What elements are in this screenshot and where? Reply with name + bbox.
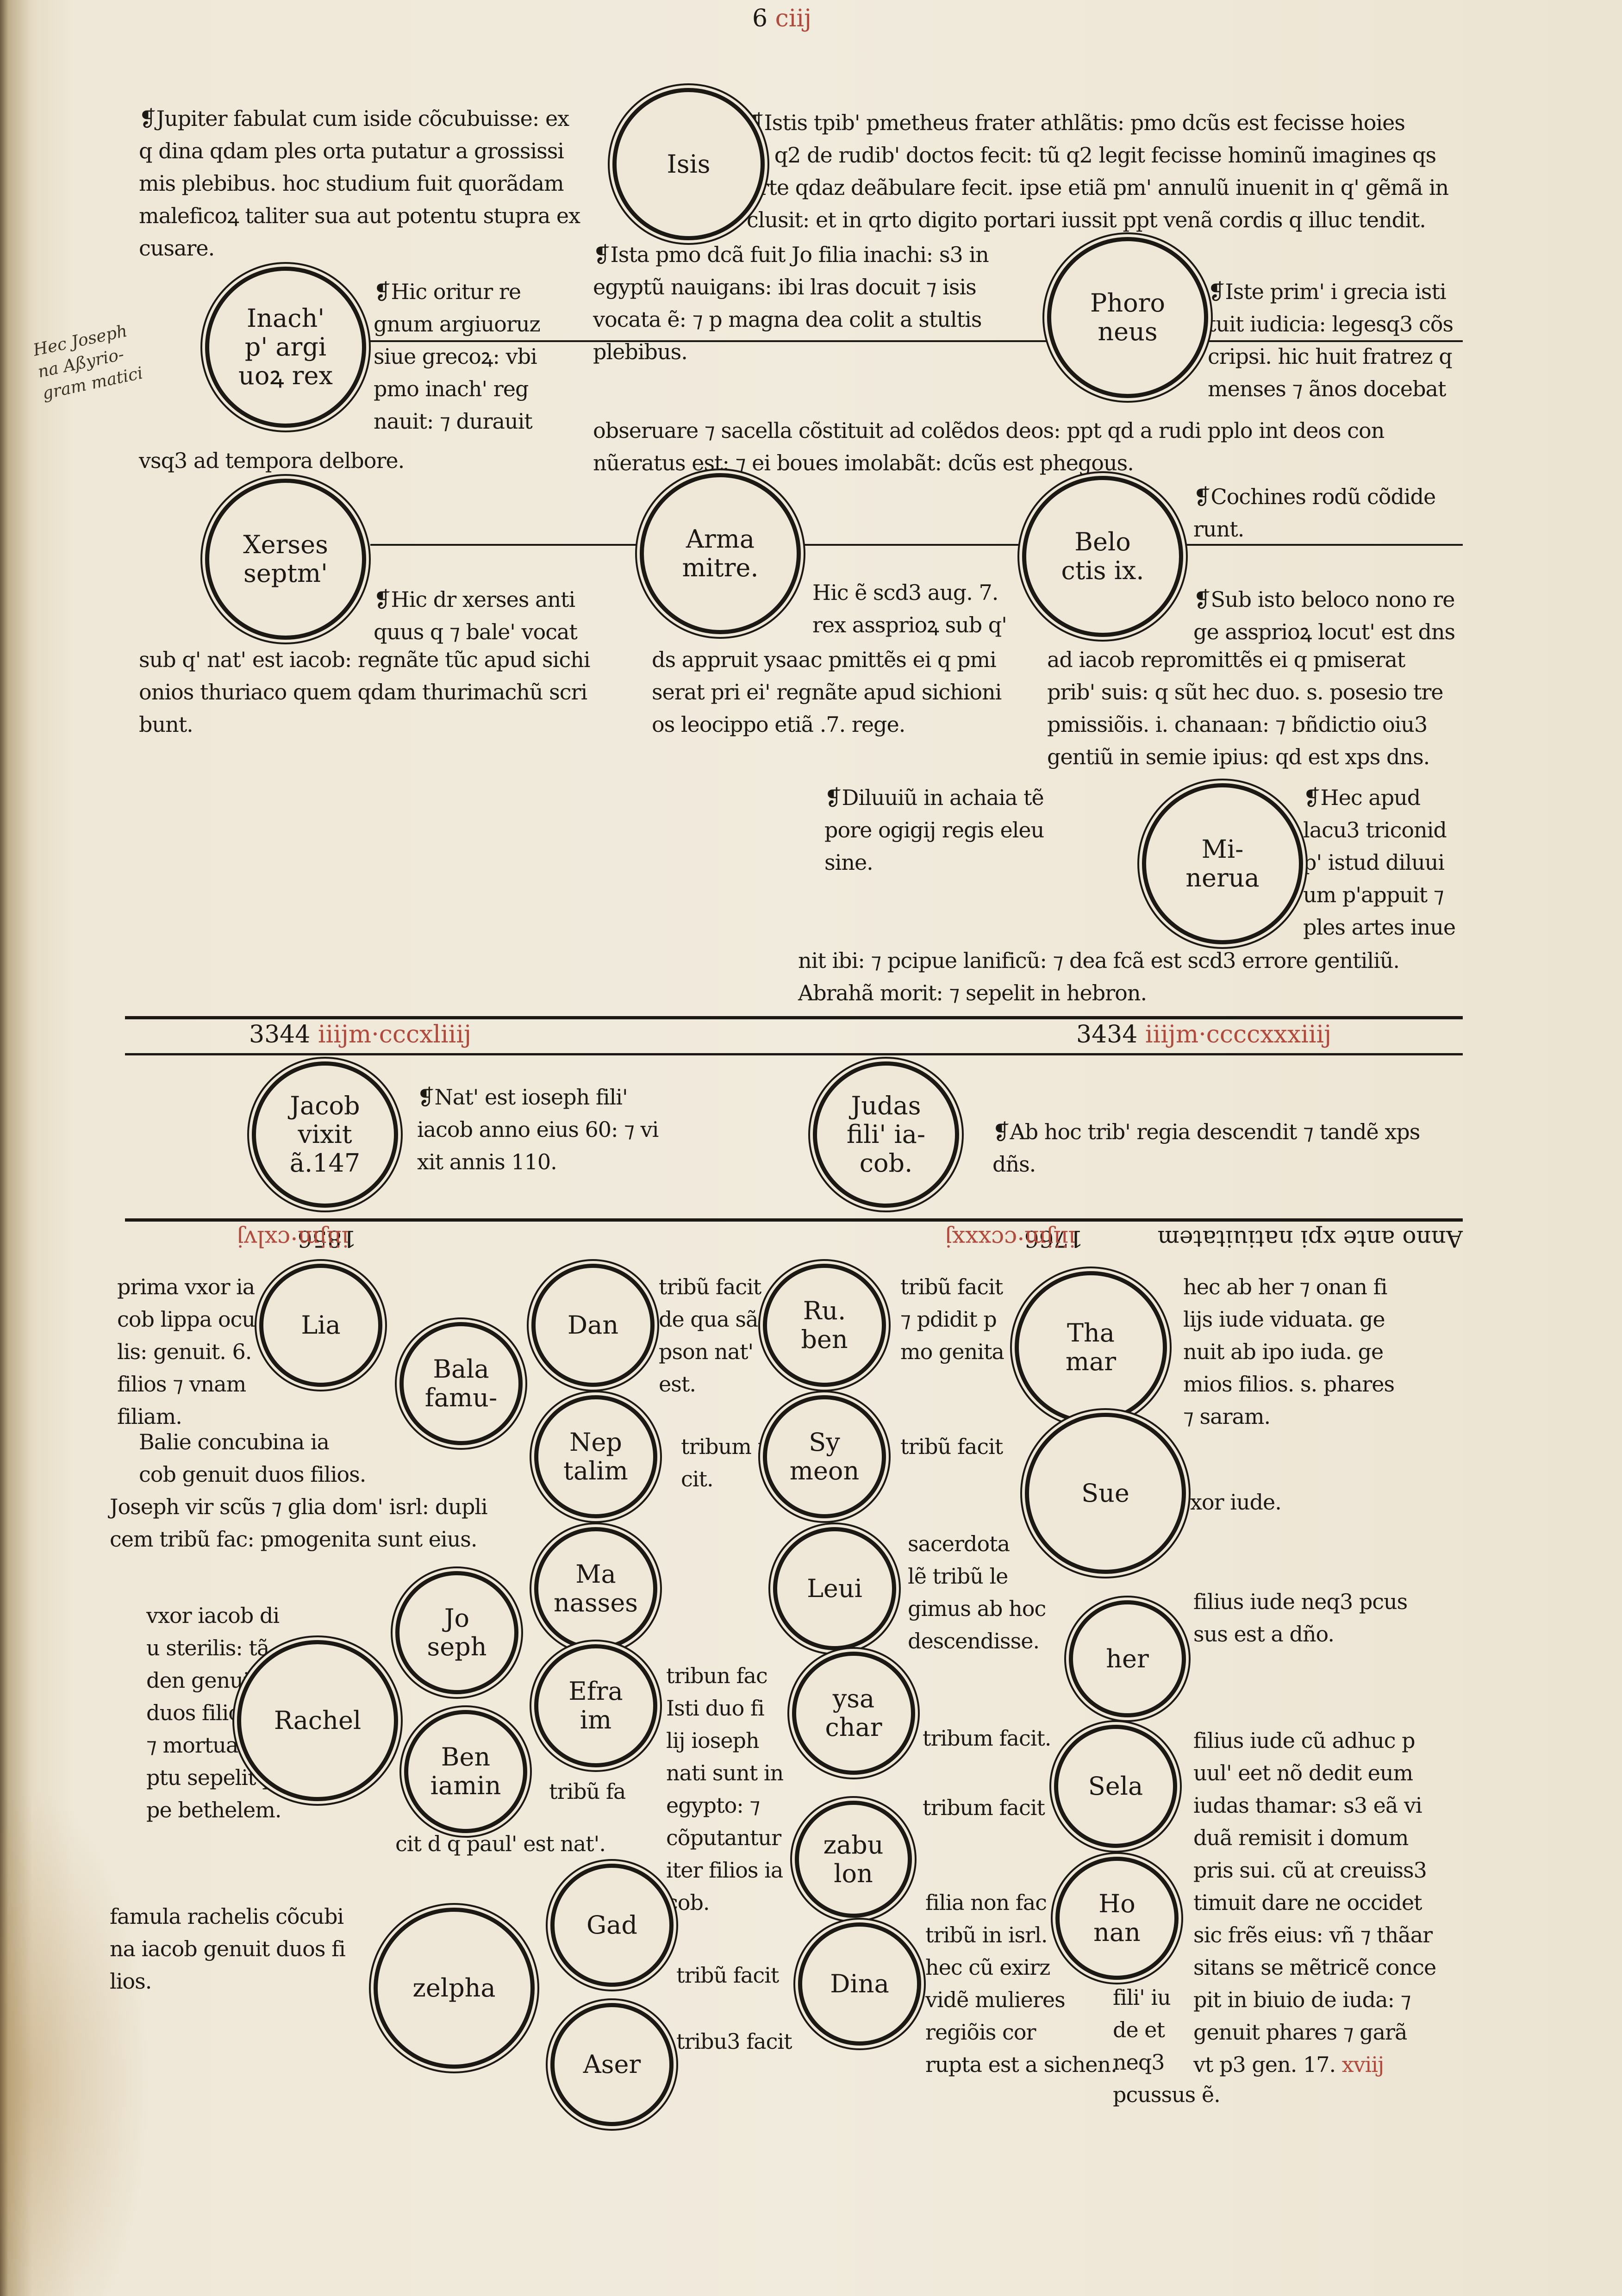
text-efraim-manasses: tribun fac Isti duo fi lij ioseph nati s… [666,1663,784,1915]
text-dan: tribũ facit de qua sã pson nat' est. [659,1274,761,1397]
text-rachel: vxor iacob di u sterilis: tã den genuit … [146,1603,281,1822]
upside-down-year-row: Anno ante xpi natiuitatem 1766 iiijm·ccx… [125,1223,1463,1253]
text-symeon: tribũ facit [900,1434,1003,1459]
text-flood: ❡Diluuiũ in achaia tẽ pore ogigij regis … [824,785,1044,875]
circle-inachus: Inach' p' argi uoꝝ rex [205,267,366,428]
circle-neptalim: Nep talim [534,1395,657,1518]
text-zabulon: tribum facit [923,1795,1045,1820]
text-xerses: ❡Hic dr xerses anti quus q ⁊ bale' vocat [374,587,578,644]
text-sela: filius iude cũ adhuc p uul' eet nõ dedit… [1193,1728,1436,2077]
margin-handwritten-note: Hec Joseph na Aßyrio- gram matici [31,321,145,404]
circle-sela: Sela [1054,1725,1177,1848]
circle-symeon: Sy meon [763,1395,886,1518]
text-phoroneus-cont: obseruare ⁊ sacella cõstituit ad colẽdos… [593,418,1385,475]
text-belocus-cont: ad iacob repromittẽs ei q pmiserat prib'… [1047,647,1444,769]
circle-ysachar: ysa char [792,1652,915,1775]
text-levi: sacerdota lẽ tribũ le gimus ab hoc desce… [908,1531,1046,1653]
circle-gad: Gad [550,1864,674,1987]
text-prometheus: ❡Istis tpib' pmetheus frater athlãtis: p… [747,110,1449,232]
text-armamitre: Hic ẽ scd3 aug. 7. rex assprioꝝ sub q' [812,580,1007,637]
text-judas: ❡Ab hoc trib' regia descendit ⁊ tandẽ xp… [992,1119,1420,1177]
rule-line [125,1218,1463,1222]
rule-line [125,1016,1463,1019]
circle-her: her [1069,1600,1186,1717]
circle-honan: Ho nan [1055,1857,1179,1980]
text-armamitre-cont: ds appruit ysaac pmittẽs ei q pmi serat … [652,647,1002,737]
text-bala: Balie concubina ia cob genuit duos filio… [139,1429,366,1487]
text-dina: filia non fac tribũ in isrl. hec cũ exir… [925,1890,1117,2077]
circle-jacob: Jacob vixit ã.147 [252,1061,398,1208]
circle-sue: Sue [1025,1413,1186,1574]
flipped-year-right: 1766 iiijm·ccxxxj [945,1225,1083,1252]
circle-dina: Dina [798,1922,921,2046]
text-joseph: Joseph vir scũs ⁊ glia dom' isrl: dupli … [110,1494,488,1552]
circle-lia: Lia [259,1264,382,1387]
text-joseph-born: ❡Nat' est ioseph fili' iacob anno eius 6… [417,1085,659,1174]
circle-aser: Aser [550,2003,674,2126]
text-belocus: ❡Sub isto beloco nono re ge assprioꝝ loc… [1193,587,1455,644]
text-jupiter: ❡Jupiter fabulat cum iside cõcubuisse: e… [139,106,580,261]
circle-bala: Bala famu- [399,1322,523,1445]
circle-zabulon: zabu lon [795,1801,912,1918]
text-ruben: tribũ facit ⁊ pdidit p mo genita [900,1274,1004,1364]
text-honan: fili' iu de et neq3 pcussus ẽ. [1113,1985,1221,2107]
rule-line [125,1053,1463,1055]
text-argives-cont: vsq3 ad tempora delbore. [139,448,405,473]
text-sue: vxor iude. [1179,1490,1282,1515]
circle-beniamin: Ben iamin [404,1710,527,1833]
text-thamar: hec ab her ⁊ onan fi lijs iude viduata. … [1183,1274,1395,1429]
circle-efraim: Efra im [534,1644,657,1767]
text-lia: prima vxor ia cob lippa ocu lis: genuit.… [117,1274,256,1429]
circle-dan: Dan [531,1264,655,1387]
circle-ruben: Ru. ben [763,1264,886,1387]
text-zelpha: famula rachelis cõcubi na iacob genuit d… [110,1904,346,1994]
circle-rachel: Rachel [237,1640,398,1801]
text-argives: ❡Hic oritur re gnum argiuoruz siue greco… [374,279,541,434]
text-beniamin: tribũ fa [549,1779,626,1804]
flipped-year-left: 1856 iiijm·cxlvj [237,1225,356,1252]
circle-isis: Isis [612,88,765,240]
circle-judas: Judas fili' ia- cob. [813,1061,959,1208]
rule-line [370,340,1463,342]
circle-zelpha: zelpha [374,1908,535,2069]
circle-xerses: Xerses septm' [205,479,366,640]
text-her: filius iude neq3 pcus sus est a dño. [1193,1589,1408,1647]
text-aser: tribu3 facit [676,2029,792,2054]
circle-levi: Leui [773,1527,896,1650]
text-phoroneus: ❡Iste prim' i grecia isti tuit iudicia: … [1208,279,1454,401]
text-rhodes: ❡Cochines rodũ cõdide runt. [1193,484,1436,542]
circle-joseph: Jo seph [395,1571,518,1694]
text-io-isis: ❡Ista pmo dcã fuit Jo filia inachi: s3 i… [593,242,989,364]
text-minerva: ❡Hec apud lacu3 triconid p' istud diluui… [1303,785,1456,940]
circle-manasses: Ma nasses [534,1527,657,1650]
circle-phoroneus: Phoro neus [1047,237,1208,398]
text-beniamin-cont: cit d q paul' est nat'. [395,1831,606,1856]
folio-number: 6 ciij [752,5,812,32]
circle-belocus: Belo ctis ix. [1022,476,1183,637]
year-right: 3434 iiijm·ccccxxxiiij [1076,1021,1332,1048]
text-ysachar: tribum facit. [923,1726,1052,1751]
anno-label: Anno ante xpi natiuitatem [1157,1225,1463,1252]
circle-armamitre: Arma mitre. [640,473,801,634]
circle-thamar: Tha mar [1015,1271,1167,1423]
rule-line [370,544,1463,546]
year-left: 3344 iiijm·cccxliiij [249,1021,472,1048]
text-minerva-cont: nit ibi: ⁊ pcipue lanificũ: ⁊ dea fcã es… [798,948,1400,1005]
text-gad: tribũ facit [676,1963,779,1988]
text-xerses-cont: sub q' nat' est iacob: regnãte tũc apud … [139,647,590,737]
circle-minerva: Mi- nerua [1142,783,1303,944]
